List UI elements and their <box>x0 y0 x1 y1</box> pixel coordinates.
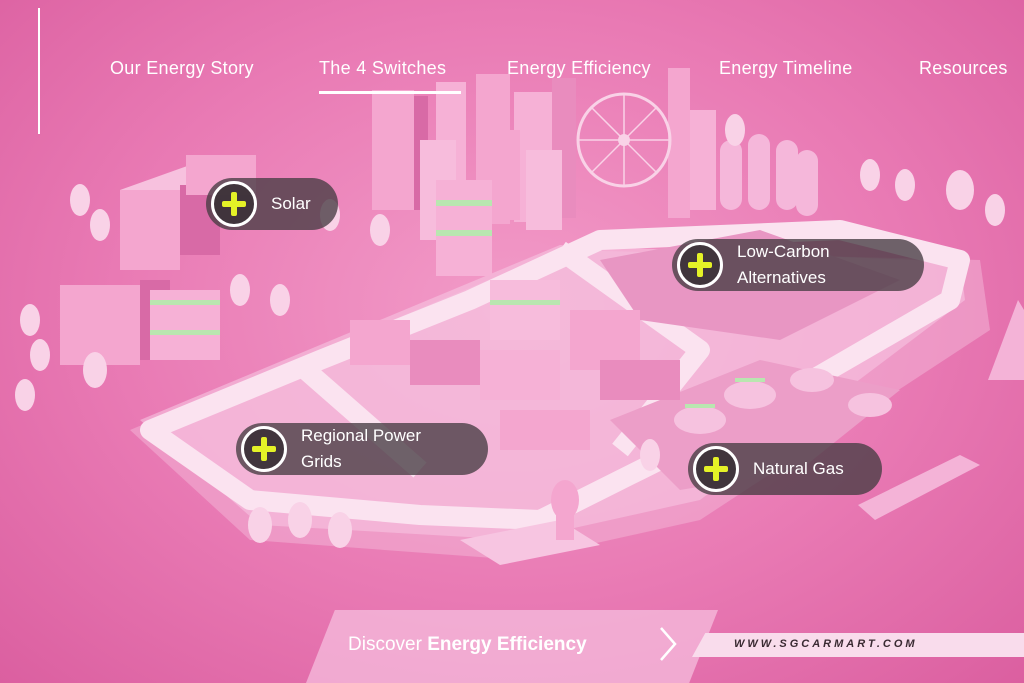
discover-energy-efficiency-button[interactable]: Discover Energy Efficiency <box>306 610 718 683</box>
trees <box>15 114 1005 548</box>
downtown-towers <box>372 68 716 276</box>
cta-prefix: Discover <box>348 634 428 655</box>
plus-icon <box>693 446 739 492</box>
shophouses <box>350 280 680 450</box>
hotspot-natural-gas-label: Natural Gas <box>753 459 844 478</box>
hotspot-low-carbon-alternatives[interactable]: Low-Carbon Alternatives <box>672 239 924 291</box>
nav-energy-timeline[interactable]: Energy Timeline <box>719 58 853 78</box>
watermark-text: WWW.SGCARMART.COM <box>734 638 918 650</box>
chevron-right-icon <box>660 627 677 661</box>
nav-our-energy-story[interactable]: Our Energy Story <box>110 58 254 78</box>
plus-icon <box>211 181 257 227</box>
top-navigation: Our Energy Story The 4 Switches Energy E… <box>0 58 1024 94</box>
hotspot-solar-label: Solar <box>271 194 311 213</box>
hotspot-low-carbon-label: Low-Carbon Alternatives <box>737 242 830 287</box>
nav-divider-line <box>38 8 40 134</box>
plus-icon <box>241 426 287 472</box>
cta-label: Discover Energy Efficiency <box>348 634 587 656</box>
nav-the-4-switches[interactable]: The 4 Switches <box>319 58 462 94</box>
hotspot-natural-gas[interactable]: Natural Gas <box>688 443 882 495</box>
hotspot-regional-grids-label: Regional Power Grids <box>301 426 422 471</box>
nav-energy-efficiency[interactable]: Energy Efficiency <box>507 58 651 78</box>
cta-emphasis: Energy Efficiency <box>427 634 587 655</box>
cargo-ships <box>858 300 1024 520</box>
plus-icon <box>677 242 723 288</box>
hotspot-solar[interactable]: Solar <box>206 178 338 230</box>
residential-blocks <box>60 155 256 365</box>
nav-resources[interactable]: Resources <box>919 58 1008 78</box>
watermark-banner: WWW.SGCARMART.COM <box>692 633 1024 657</box>
merlion-statue <box>460 480 600 565</box>
hotspot-regional-power-grids[interactable]: Regional Power Grids <box>236 423 488 475</box>
